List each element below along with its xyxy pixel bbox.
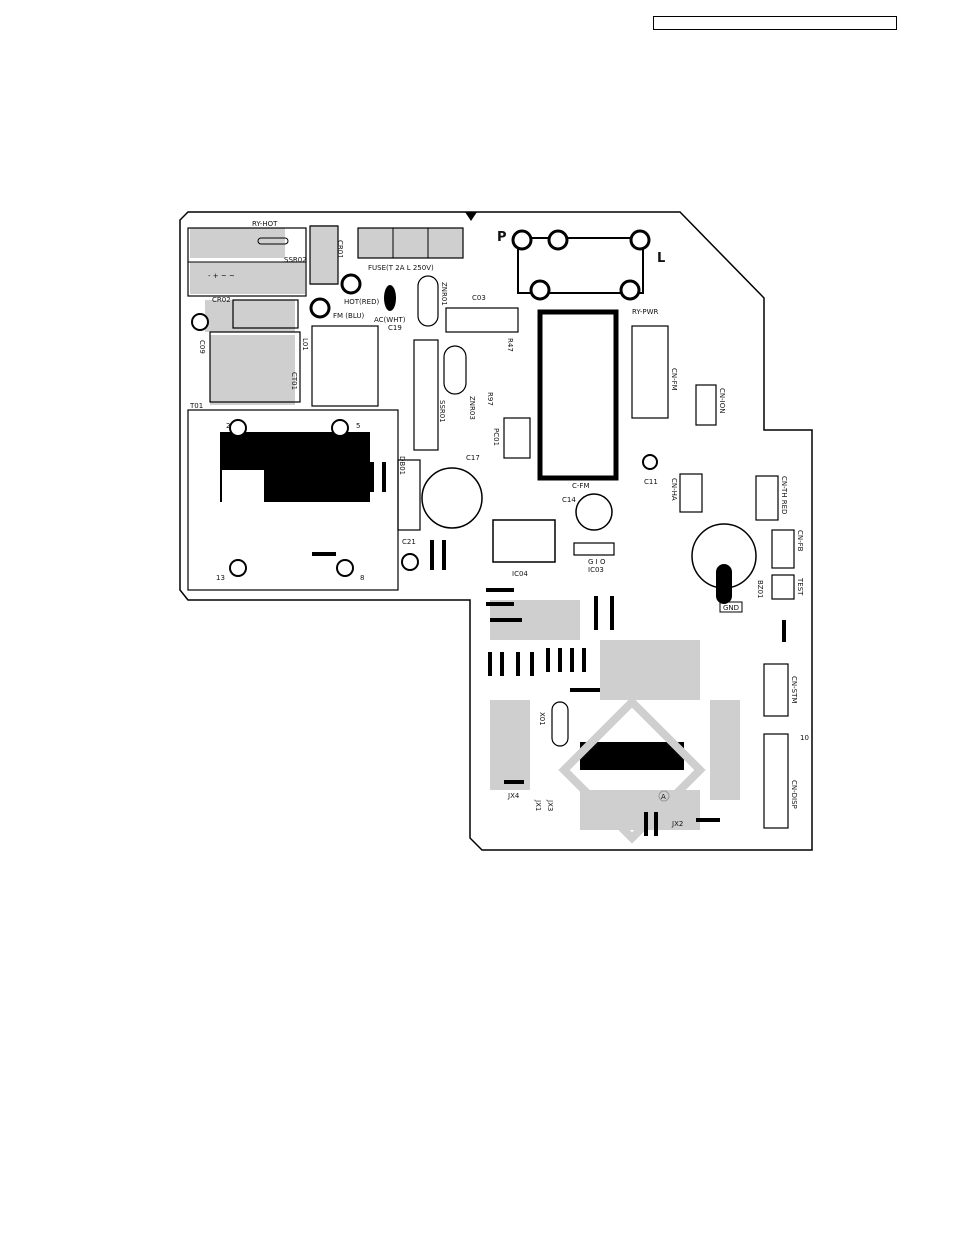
label-test: TEST xyxy=(796,577,804,596)
label-fuse: FUSE(T 2A L 250V) xyxy=(368,264,434,272)
svg-text:10: 10 xyxy=(800,734,809,742)
label-ry-hot: RY-HOT xyxy=(252,220,278,228)
svg-text:G I O: G I O xyxy=(588,558,606,566)
label-l: L xyxy=(657,251,665,266)
board-outline xyxy=(179,211,813,851)
component-traces xyxy=(312,462,786,836)
label-c-fm: C-FM xyxy=(572,482,589,490)
svg-text:A: A xyxy=(661,793,666,801)
capacitor-c-fm xyxy=(537,309,619,481)
label-ssr01: SSR01 xyxy=(438,400,446,423)
header-box xyxy=(653,16,897,30)
microcontroller xyxy=(580,742,684,770)
label-cn-fb: CN-FB xyxy=(796,530,804,552)
label-ssr02: SSR02 xyxy=(284,256,307,264)
svg-text:5: 5 xyxy=(356,422,360,430)
label-cr02: CR02 xyxy=(212,296,231,304)
label-c11: C11 xyxy=(644,478,658,486)
label-t01: T01 xyxy=(189,402,203,410)
label-cn-disp: CN-DISP xyxy=(790,780,798,809)
svg-text:2: 2 xyxy=(226,422,230,430)
label-ry-pwr: RY-PWR xyxy=(632,308,659,316)
label-znr03: ZNR03 xyxy=(468,396,476,420)
svg-text:8: 8 xyxy=(360,574,364,582)
label-c19: C19 xyxy=(388,324,402,332)
label-jx1: JX1 xyxy=(534,799,542,811)
label-cn-fm: CN-FM xyxy=(670,368,678,391)
label-znr01: ZNR01 xyxy=(440,282,448,306)
label-p: P xyxy=(497,230,507,245)
label-ct01: CT01 xyxy=(290,372,298,390)
pad-clusters xyxy=(190,225,740,830)
label-r47: R47 xyxy=(506,338,514,352)
label-c17: C17 xyxy=(466,454,480,462)
label-ic03: IC03 xyxy=(588,566,604,574)
fuse xyxy=(357,227,464,259)
label-cr01: CR01 xyxy=(336,240,344,259)
label-cn-ion: CN-ION xyxy=(718,388,726,413)
label-cn-th-red: CN-TH RED xyxy=(780,476,788,514)
screw-terminals xyxy=(511,229,651,301)
label-r97: R97 xyxy=(486,392,494,406)
label-cn-stm: CN-STM xyxy=(790,676,798,703)
label-c09: C09 xyxy=(198,340,206,354)
label-gnd: GND xyxy=(723,604,739,612)
label-x01: X01 xyxy=(538,712,546,726)
board-marker xyxy=(465,212,477,221)
svg-text:- + ~ ~: - + ~ ~ xyxy=(208,272,235,280)
label-c03: C03 xyxy=(472,294,486,302)
label-pc01: PC01 xyxy=(492,428,500,446)
label-bz01: BZ01 xyxy=(756,580,764,599)
label-jx3: JX3 xyxy=(546,799,554,811)
label-c14: C14 xyxy=(562,496,576,504)
label-jx4: JX4 xyxy=(507,792,520,800)
label-cn-ha: CN-HA xyxy=(670,478,678,501)
label-jx2: JX2 xyxy=(671,820,683,828)
label-db01: DB01 xyxy=(398,456,406,475)
label-c21: C21 xyxy=(402,538,416,546)
label-fm-blu: FM (BLU) xyxy=(333,312,364,320)
label-l01: L01 xyxy=(301,338,309,351)
svg-text:13: 13 xyxy=(216,574,225,582)
label-ac-wht: AC(WHT) xyxy=(374,316,406,324)
label-hot-red: HOT(RED) xyxy=(344,298,379,306)
label-ic04: IC04 xyxy=(512,570,528,578)
